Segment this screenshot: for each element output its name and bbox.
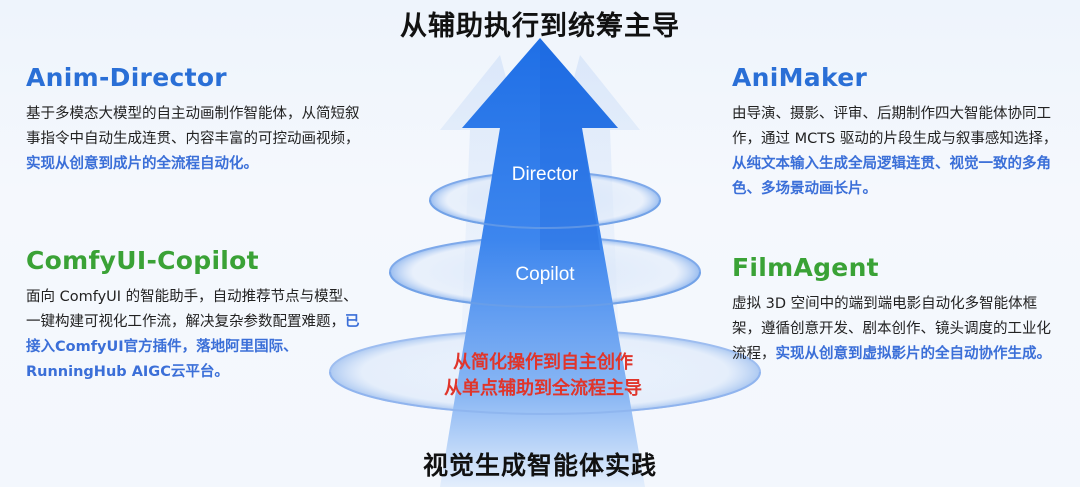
main-arrow-highlight: [540, 38, 618, 250]
block-highlight: 已接入ComfyUI官方插件，落地阿里国际、RunningHub AIGC云平台…: [26, 314, 360, 380]
top-title: 从辅助执行到统筹主导: [400, 11, 680, 42]
block-title: ComfyUI-Copilot: [26, 246, 259, 275]
block-title: AniMaker: [732, 63, 868, 92]
block-animaker: AniMaker 由导演、摄影、评审、后期制作四大智能体协同工作，通过 MCTS…: [732, 63, 1067, 202]
tagline-1: 从简化操作到自主创作: [453, 351, 633, 373]
block-text: 基于多模态大模型的自主动画制作智能体，从简短叙事指令中自动生成连贯、内容丰富的可…: [26, 102, 361, 177]
block-title: FilmAgent: [732, 253, 879, 282]
block-body: 面向 ComfyUI 的智能助手，自动推荐节点与模型、一键构建可视化工作流，解决…: [26, 289, 358, 330]
block-body: 虚拟 3D 空间中的端到端电影自动化多智能体框架，遵循创意开发、剧本创作、镜头调…: [732, 296, 1051, 362]
block-body: 基于多模态大模型的自主动画制作智能体，从简短叙事指令中自动生成连贯、内容丰富的可…: [26, 106, 360, 147]
ring-top-front: [429, 199, 661, 229]
block-text: 虚拟 3D 空间中的端到端电影自动化多智能体框架，遵循创意开发、剧本创作、镜头调…: [732, 292, 1062, 367]
block-body: 由导演、摄影、评审、后期制作四大智能体协同工作，通过 MCTS 驱动的片段生成与…: [732, 106, 1058, 147]
block-text: 面向 ComfyUI 的智能助手，自动推荐节点与模型、一键构建可视化工作流，解决…: [26, 285, 361, 385]
bottom-title: 视觉生成智能体实践: [422, 451, 657, 480]
block-anim-director: Anim-Director 基于多模态大模型的自主动画制作智能体，从简短叙事指令…: [26, 63, 361, 177]
level-label-director: Director: [512, 164, 579, 185]
ring-bottom-front: [329, 371, 761, 415]
block-filmagent: FilmAgent 虚拟 3D 空间中的端到端电影自动化多智能体框架，遵循创意开…: [732, 253, 1062, 367]
block-highlight: 实现从创意到成片的全流程自动化。: [26, 156, 258, 172]
block-highlight: 实现从创意到虚拟影片的全自动协作生成。: [775, 346, 1052, 362]
tagline-2: 从单点辅助到全流程主导: [444, 377, 642, 399]
block-text: 由导演、摄影、评审、后期制作四大智能体协同工作，通过 MCTS 驱动的片段生成与…: [732, 102, 1067, 202]
block-title: Anim-Director: [26, 63, 227, 92]
block-comfyui-copilot: ComfyUI-Copilot 面向 ComfyUI 的智能助手，自动推荐节点与…: [26, 246, 361, 385]
level-label-copilot: Copilot: [515, 264, 575, 285]
ring-middle-front: [389, 271, 701, 308]
main-arrow: [440, 38, 645, 487]
block-highlight: 从纯文本输入生成全局逻辑连贯、视觉一致的多角色、多场景动画长片。: [732, 156, 1051, 197]
